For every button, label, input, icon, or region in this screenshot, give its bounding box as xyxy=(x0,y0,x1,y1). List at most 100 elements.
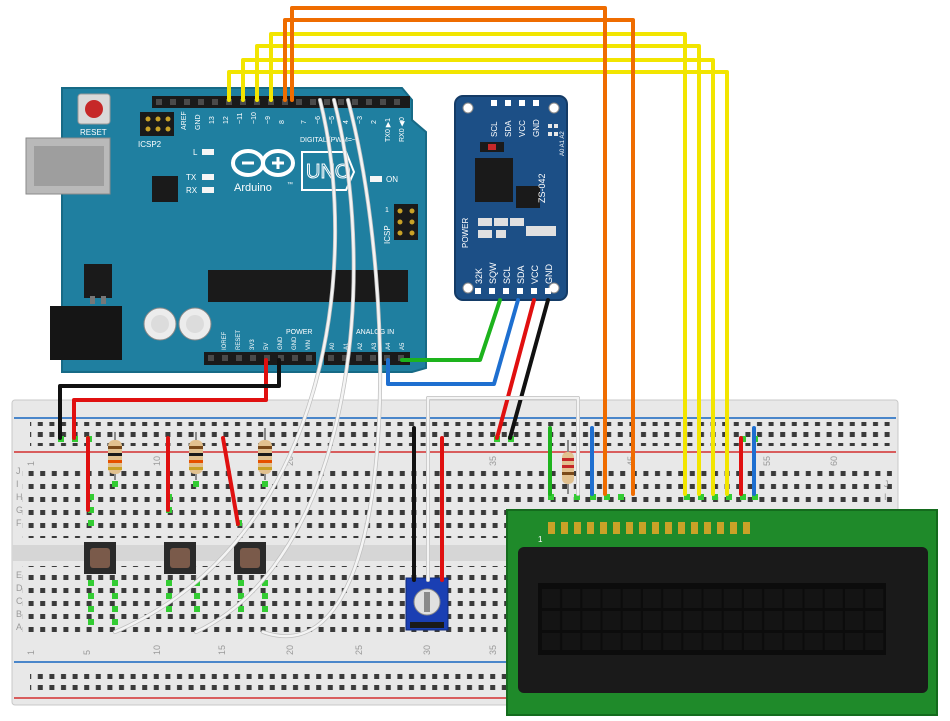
label-pin-9: ~9 xyxy=(265,116,272,124)
row-letter-j-right: J xyxy=(884,479,889,489)
row-letter-b: B xyxy=(16,609,22,619)
label-vin: VIN xyxy=(306,340,312,350)
wire-white-d6-inner xyxy=(113,98,337,634)
label-pin-4: 4 xyxy=(343,120,350,124)
wire-yellow-d10 xyxy=(255,44,701,496)
lcd-character-cells xyxy=(541,588,884,650)
label-5v: 5V xyxy=(264,343,270,350)
label-a0: A0 xyxy=(330,342,336,350)
led-on-label: ON xyxy=(386,175,398,184)
col-num-b-30: 30 xyxy=(422,645,432,655)
svg-text:UNO: UNO xyxy=(306,161,350,183)
label-aref: AREF xyxy=(181,111,188,130)
col-num-b-10: 10 xyxy=(152,645,162,655)
label-reset-pin: RESET xyxy=(236,330,242,350)
rtc-eeprom xyxy=(516,186,540,208)
resistor-4 xyxy=(562,440,574,494)
label-pin-tx: TX0 ▶1 xyxy=(385,118,392,142)
wire-red-rtc-vcc xyxy=(495,298,536,440)
wire-orange-d7 xyxy=(290,6,607,496)
label-a3: A3 xyxy=(372,342,378,350)
icsp2-header xyxy=(140,112,174,136)
rtc-model-label: ZS-042 xyxy=(537,173,547,203)
col-num-60: 60 xyxy=(829,456,839,466)
voltage-regulator xyxy=(84,264,112,298)
row-letter-f: F xyxy=(16,518,22,528)
led-tx-label: TX xyxy=(186,173,197,182)
rtc-label-sqw: SQW xyxy=(488,262,498,284)
rtc-module: SCL SDA VCC GND A0 A1 A2 ZS-042 POWER 32… xyxy=(454,95,568,301)
col-num-b-25: 25 xyxy=(354,645,364,655)
analog-header xyxy=(324,352,410,365)
label-a1: A1 xyxy=(344,342,350,350)
rtc-label-sda-top: SDA xyxy=(504,120,513,137)
label-pin-3: ~3 xyxy=(357,116,364,124)
label-gnd-1: GND xyxy=(278,336,284,350)
led-rx xyxy=(202,187,214,193)
col-num-35: 35 xyxy=(488,456,498,466)
row-letter-e: E xyxy=(16,570,22,580)
label-pin-11: ~11 xyxy=(237,113,244,124)
wire-yellow-d11 xyxy=(241,58,715,496)
push-button-3[interactable] xyxy=(234,542,266,574)
column-numbers-bottom: 1 5 10 15 20 25 30 35 xyxy=(26,645,498,655)
label-pin-2: 2 xyxy=(371,120,378,124)
row-letters: J I H G F E D C B A J I xyxy=(16,466,889,632)
lcd-pin-one-label: 1 xyxy=(538,535,543,544)
rtc-addr-label: A0 A1 A2 xyxy=(560,131,566,156)
wire-red-5v xyxy=(72,358,268,440)
row-letter-d: D xyxy=(16,583,23,593)
label-a2: A2 xyxy=(358,342,364,350)
rtc-label-sda: SDA xyxy=(516,265,526,284)
col-num-b-20: 20 xyxy=(285,645,295,655)
wire-white-pot-wiper-inner xyxy=(426,396,580,582)
label-gnd: GND xyxy=(195,114,202,130)
wire-white-d5-inner xyxy=(194,98,355,634)
wire-white-d4-inner xyxy=(261,98,382,638)
rtc-power-label: POWER xyxy=(461,218,470,248)
row-letter-h: H xyxy=(16,492,23,502)
label-a4: A4 xyxy=(386,342,392,350)
rtc-top-pin-labels: SCL SDA VCC GND xyxy=(490,119,541,137)
col-num-b-15: 15 xyxy=(217,645,227,655)
rtc-label-vcc: VCC xyxy=(530,264,540,284)
push-button-1[interactable] xyxy=(84,542,116,574)
rtc-label-scl: SCL xyxy=(502,266,512,284)
rtc-chip-ds3231 xyxy=(475,158,513,202)
icsp-one-label: 1 xyxy=(385,207,389,214)
power-pin-labels: IOREF RESET 3V3 5V GND GND VIN xyxy=(222,330,312,350)
reset-label: RESET xyxy=(80,128,107,137)
wire-green-scl xyxy=(400,298,502,362)
led-rx-label: RX xyxy=(186,186,198,195)
led-l-label: L xyxy=(193,148,198,157)
arduino-uno: RESET ICSP2 AREF GND 13 12 ~11 ~10 ~9 8 xyxy=(25,87,427,373)
label-ioref: IOREF xyxy=(222,331,228,350)
col-num-b-5: 5 xyxy=(82,650,92,655)
col-num-55: 55 xyxy=(762,456,772,466)
label-pin-6: ~6 xyxy=(315,116,322,124)
label-pin-7: 7 xyxy=(301,120,308,124)
rtc-label-scl-top: SCL xyxy=(490,121,499,137)
rtc-label-gnd: GND xyxy=(544,264,554,285)
power-label: POWER xyxy=(286,329,312,336)
label-pin-10: ~10 xyxy=(251,112,258,124)
label-pin-13: 13 xyxy=(209,116,216,124)
potentiometer[interactable] xyxy=(405,577,449,631)
arduino-logo xyxy=(231,149,295,177)
analog-pin-labels: A0 A1 A2 A3 A4 A5 xyxy=(330,342,406,350)
arduino-tm: ™ xyxy=(287,181,293,188)
arduino-brand: Arduino xyxy=(234,182,272,194)
label-a5: A5 xyxy=(400,342,406,350)
icsp-header xyxy=(394,204,418,240)
rtc-label-gnd-top: GND xyxy=(532,119,541,137)
push-button-2[interactable] xyxy=(164,542,196,574)
wire-red-btn3 xyxy=(221,436,240,526)
label-pin-5: ~5 xyxy=(329,116,336,124)
lcd-16x2: 1 xyxy=(506,509,938,716)
rtc-bottom-pin-labels: 32K SQW SCL SDA VCC GND xyxy=(474,262,554,284)
icsp2-label: ICSP2 xyxy=(138,140,162,149)
power-jack xyxy=(50,306,122,360)
resistor-3 xyxy=(258,428,272,480)
wire-orange-d8 xyxy=(283,18,635,496)
